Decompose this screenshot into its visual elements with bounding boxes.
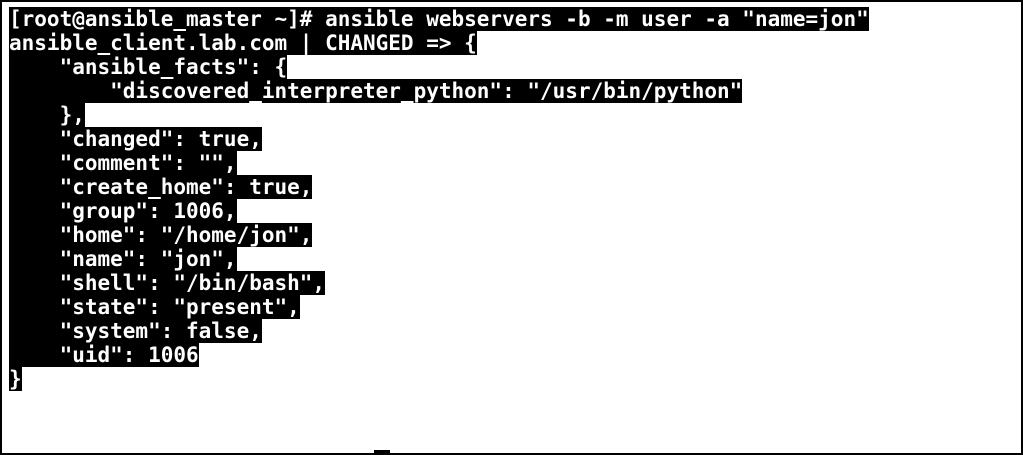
terminal-cursor xyxy=(374,450,390,453)
output-line-11: "shell": "/bin/bash", xyxy=(9,271,1021,295)
output-text: "discovered_interpreter_python": "/usr/b… xyxy=(9,79,743,103)
output-text: "name": "jon", xyxy=(9,247,237,271)
output-line-14: "uid": 1006 xyxy=(9,343,1021,367)
output-text: "ansible_facts": { xyxy=(9,55,288,79)
output-line-13: "system": false, xyxy=(9,319,1021,343)
output-text: "changed": true, xyxy=(9,127,262,151)
output-line-4: }, xyxy=(9,103,1021,127)
output-text: "system": false, xyxy=(9,319,262,343)
output-text: "state": "present", xyxy=(9,295,300,319)
output-line-5: "changed": true, xyxy=(9,127,1021,151)
output-line-15: } xyxy=(9,367,1021,391)
output-text: "home": "/home/jon", xyxy=(9,223,313,247)
output-line-2: "ansible_facts": { xyxy=(9,55,1021,79)
output-text: "uid": 1006 xyxy=(9,343,199,367)
output-line-7: "create_home": true, xyxy=(9,175,1021,199)
output-line-1: ansible_client.lab.com | CHANGED => { xyxy=(9,31,1021,55)
output-text: }, xyxy=(9,103,85,127)
output-line-9: "home": "/home/jon", xyxy=(9,223,1021,247)
output-text: "group": 1006, xyxy=(9,199,237,223)
output-text: "create_home": true, xyxy=(9,175,313,199)
output-line-10: "name": "jon", xyxy=(9,247,1021,271)
output-line-8: "group": 1006, xyxy=(9,199,1021,223)
output-text: "shell": "/bin/bash", xyxy=(9,271,326,295)
command-text: [root@ansible_master ~]# ansible webserv… xyxy=(9,7,869,31)
output-line-3: "discovered_interpreter_python": "/usr/b… xyxy=(9,79,1021,103)
output-text: } xyxy=(9,367,22,391)
output-text: ansible_client.lab.com | CHANGED => { xyxy=(9,31,477,55)
command-line: [root@ansible_master ~]# ansible webserv… xyxy=(9,7,1021,31)
output-line-6: "comment": "", xyxy=(9,151,1021,175)
output-text: "comment": "", xyxy=(9,151,237,175)
output-line-12: "state": "present", xyxy=(9,295,1021,319)
terminal-output: [root@ansible_master ~]# ansible webserv… xyxy=(9,7,1021,391)
